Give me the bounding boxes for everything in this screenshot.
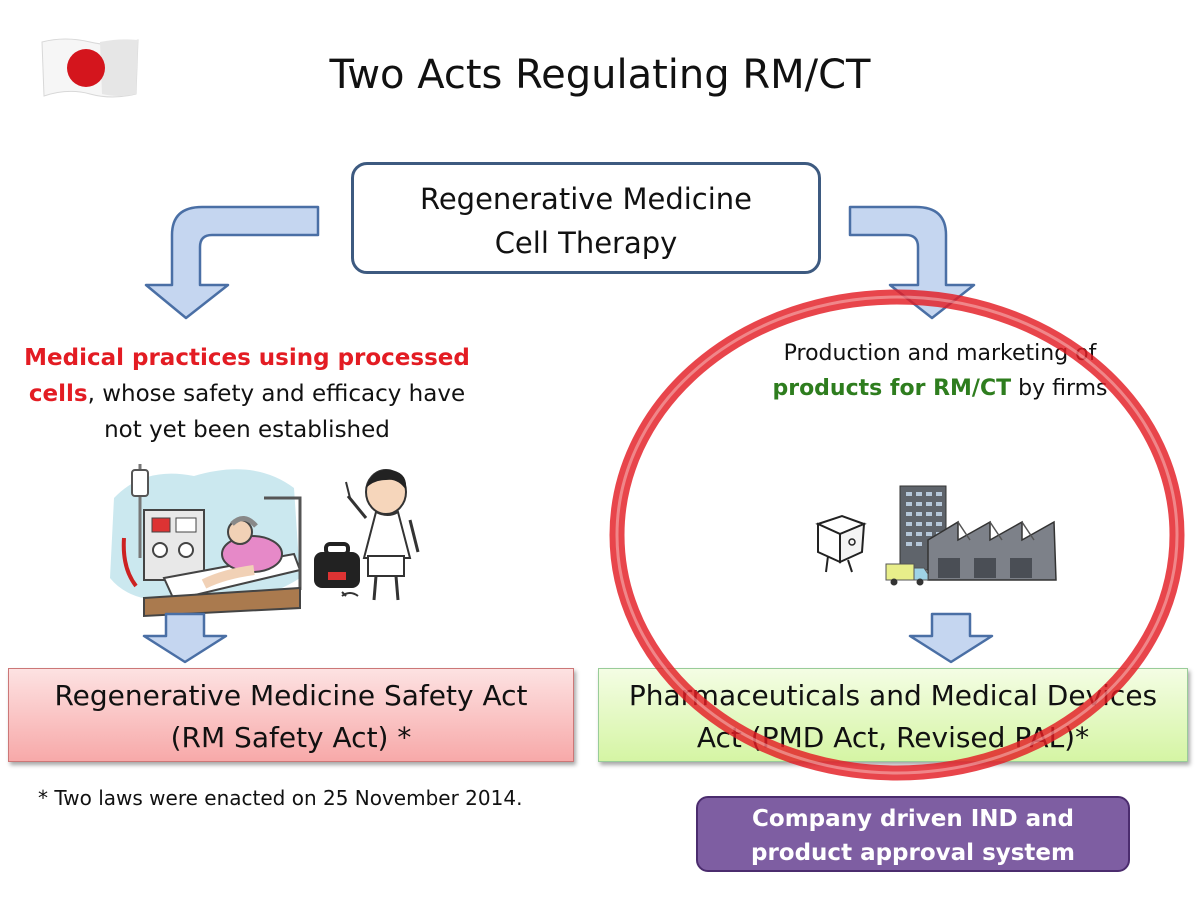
right-curved-arrow-icon [848,205,976,320]
doctor-clipart [314,469,420,601]
rm-safety-act-line-2: (RM Safety Act) * [170,721,412,754]
package-box-icon [815,514,867,573]
right-branch-description: Production and marketing of products for… [740,336,1140,406]
topic-line-1: Regenerative Medicine [419,182,753,216]
right-line-1: Production and marketing of [783,341,1097,366]
rm-safety-act-line-1: Regenerative Medicine Safety Act [54,679,528,712]
company-box-line-2: product approval system [750,840,1075,866]
right-highlight: products for RM/CT [772,376,1012,401]
right-down-arrow-icon [908,612,994,664]
company-box-line-1: Company driven IND and [752,806,1074,832]
japan-flag-icon [41,38,139,98]
left-down-arrow-icon [142,612,228,664]
left-rest-2: , whose safety and efficacy have [87,381,466,407]
company-driven-box: Company driven IND and product approval … [696,796,1130,872]
hospital-patient-clipart [110,464,302,618]
topic-box: Regenerative Medicine Cell Therapy [351,162,821,274]
right-rest-2: by firms [1011,376,1108,401]
page-title: Two Acts Regulating RM/CT [329,52,871,98]
left-line-3: not yet been established [104,417,390,443]
delivery-truck-icon [885,563,929,586]
topic-line-2: Cell Therapy [494,226,678,260]
rm-safety-act-box: Regenerative Medicine Safety Act (RM Saf… [8,668,574,762]
pmd-act-line-1: Pharmaceuticals and Medical Devices [628,679,1158,712]
left-curved-arrow-icon [144,205,320,320]
pmd-act-line-2: Act (PMD Act, Revised PAL)* [696,721,1090,754]
footnote: * Two laws were enacted on 25 November 2… [38,786,523,810]
left-highlight-1: Medical practices using processed [24,345,470,371]
left-highlight-2: cells [28,381,88,407]
pmd-act-box: Pharmaceuticals and Medical Devices Act … [598,668,1188,762]
left-branch-description: Medical practices using processed cells,… [12,340,482,448]
